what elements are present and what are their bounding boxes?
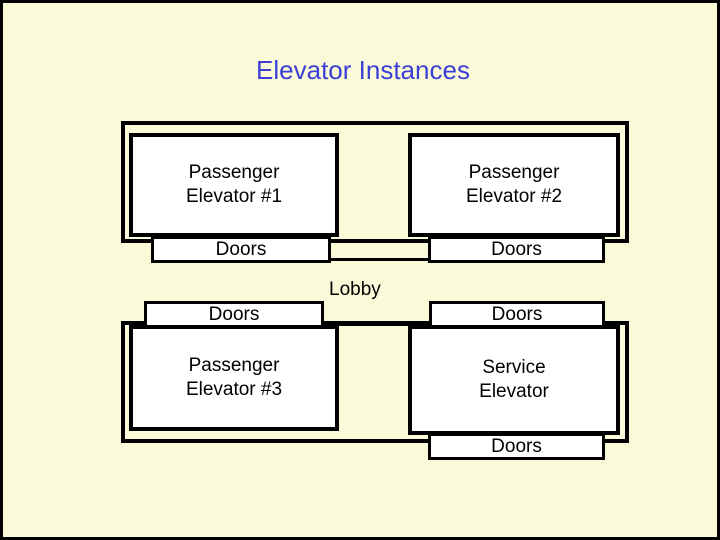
lobby-label: Lobby bbox=[329, 279, 381, 300]
passenger-elevator-1-box: Passenger Elevator #1 bbox=[129, 133, 339, 237]
passenger-elevator-2-box: Passenger Elevator #2 bbox=[408, 133, 620, 237]
lobby-connector-top bbox=[327, 258, 432, 261]
doors-elevator-1: Doors bbox=[151, 236, 331, 263]
passenger-elevator-1-label: Passenger Elevator #1 bbox=[185, 162, 283, 207]
doors-elevator-2: Doors bbox=[428, 236, 605, 263]
passenger-elevator-3-box: Passenger Elevator #3 bbox=[129, 325, 339, 431]
service-elevator-label: Service Elevator bbox=[479, 357, 549, 402]
passenger-elevator-3-label: Passenger Elevator #3 bbox=[185, 355, 283, 400]
doors-elevator-3: Doors bbox=[144, 301, 324, 328]
top-elevator-bank-frame bbox=[121, 121, 629, 243]
lobby-connector-bottom bbox=[321, 323, 433, 326]
diagram-title: Elevator Instances bbox=[256, 55, 470, 85]
passenger-elevator-2-label: Passenger Elevator #2 bbox=[465, 162, 563, 207]
doors-service-elevator-top: Doors bbox=[429, 301, 605, 328]
service-elevator-box: Service Elevator bbox=[408, 325, 620, 435]
doors-service-elevator-bottom: Doors bbox=[428, 433, 605, 460]
